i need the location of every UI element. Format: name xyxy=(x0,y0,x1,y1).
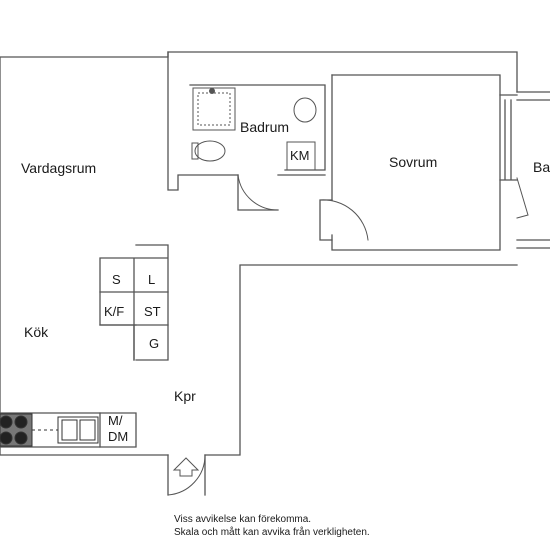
disclaimer-line-2: Skala och mått kan avvika från verklighe… xyxy=(174,527,370,538)
balcony-lines xyxy=(516,91,550,249)
living-room-wall xyxy=(167,51,239,191)
bedroom-door xyxy=(319,199,333,241)
bathroom-door-arc xyxy=(237,174,279,211)
room-label-kok: Kök xyxy=(24,324,49,340)
toilet-icon xyxy=(194,140,226,162)
balcony-window xyxy=(499,94,518,181)
room-label-sovrum: Sovrum xyxy=(389,154,438,170)
label-m: M/ xyxy=(108,413,123,428)
entrance-door-arc xyxy=(167,454,206,496)
label-km: KM xyxy=(290,148,310,163)
shower xyxy=(192,87,236,131)
room-label-kpr: Kpr xyxy=(174,388,196,404)
drain-icon xyxy=(209,88,215,94)
outer-wall xyxy=(0,51,518,456)
room-label-badrum: Badrum xyxy=(240,119,290,135)
bathroom-door xyxy=(237,174,279,211)
label-s: S xyxy=(112,272,121,287)
label-g: G xyxy=(149,336,160,351)
sink-icon xyxy=(293,97,317,123)
room-label-balkong: Ba xyxy=(533,159,550,175)
bedroom-door-arc xyxy=(319,199,369,241)
balcony-door-arc xyxy=(516,177,529,219)
kitchen-sink xyxy=(57,416,99,444)
kitchen-counter xyxy=(0,412,137,448)
disclaimer-line-1: Viss avvikelse kan förekomma. xyxy=(174,514,312,525)
wardrobe-dividers xyxy=(99,291,169,361)
label-kf: K/F xyxy=(104,304,125,319)
bedroom-wall xyxy=(331,74,501,251)
label-dm: DM xyxy=(108,429,129,444)
washing-machine xyxy=(286,141,316,171)
label-st: ST xyxy=(144,304,161,319)
label-l: L xyxy=(148,272,156,287)
entrance-arrow-icon xyxy=(172,457,200,477)
room-label-vardagsrum: Vardagsrum xyxy=(21,160,97,176)
